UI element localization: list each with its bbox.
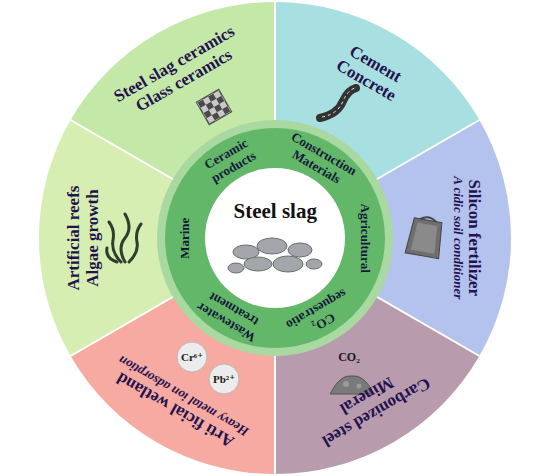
sector-heading: Silicon fertilizer [465, 176, 484, 299]
ion-bubble [209, 364, 239, 394]
ion-label: Pb²⁺ [213, 373, 235, 386]
slag-stones [228, 238, 322, 273]
sector-subtitle: A cidic soil conditioner [450, 176, 465, 299]
seaweed-icon [107, 214, 141, 262]
inner-ring [205, 168, 345, 308]
seaweed-icon [129, 224, 141, 262]
ceramic-tiles-icon [196, 89, 232, 125]
fertilizer-sack-icon [420, 216, 436, 222]
sector-wedge [39, 2, 511, 474]
slag-stones [228, 263, 244, 273]
road-icon [322, 88, 355, 117]
ring-label: Agricultural [358, 192, 373, 284]
fertilizer-sack-icon [405, 214, 445, 258]
seaweed-icon [107, 248, 117, 262]
sector-subtitle: Algae growth [83, 186, 102, 291]
sector-divider [71, 2, 480, 474]
seaweed-icon [109, 222, 121, 262]
ring-label: Marine [178, 192, 193, 284]
ion-bubble [177, 342, 239, 394]
application-sector: Silicon fertilizerA cidic soil condition… [450, 176, 484, 299]
slag-stones [306, 259, 322, 269]
road-icon [320, 88, 356, 118]
slag-stones [273, 256, 303, 272]
ion-bubble [177, 342, 207, 372]
co2-label: CO₂ [338, 350, 360, 365]
road-icon [320, 88, 356, 118]
ceramic-tiles-icon [196, 89, 232, 125]
inner-ring [157, 120, 393, 356]
sector-heading: Artificial reefs [64, 186, 83, 291]
fertilizer-sack-icon [405, 217, 445, 258]
slag-stones [257, 238, 287, 254]
ring-segment: Marine [178, 192, 193, 284]
inner-ring [157, 120, 393, 356]
slag-stones [288, 243, 312, 257]
center-title: Steel slag [234, 200, 317, 224]
fertilizer-sack-icon [411, 222, 439, 254]
inner-ring [165, 128, 385, 348]
seaweed-icon [121, 214, 129, 262]
slag-stones [244, 257, 272, 271]
application-sector: Artificial reefsAlgae growth [64, 186, 102, 291]
center-circle: Steel slag [234, 200, 317, 224]
ion-label: Cr⁶⁺ [181, 351, 203, 364]
ring-segment: Agricultural [358, 192, 373, 284]
mineral-mound-icon [343, 381, 349, 387]
